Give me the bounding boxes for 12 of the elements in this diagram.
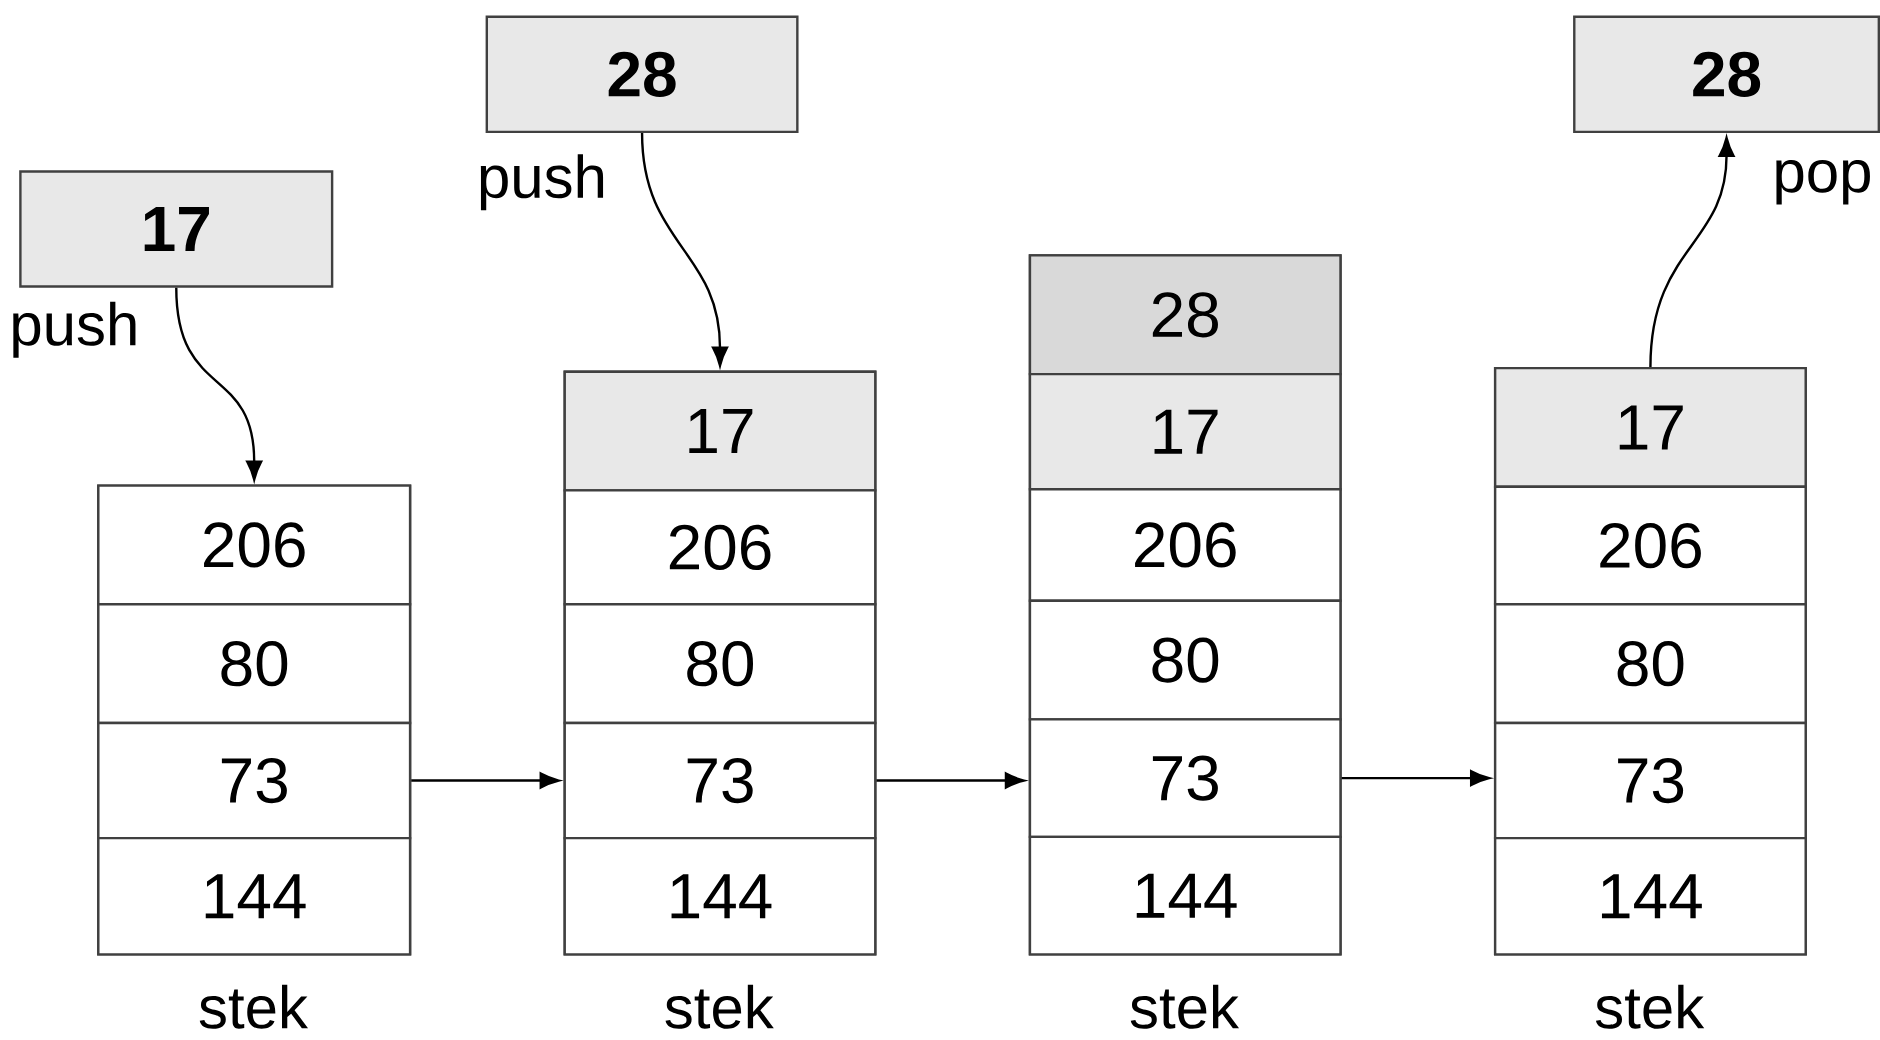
- stack-caption: stek: [665, 985, 774, 1029]
- edge-label: push: [13, 302, 136, 358]
- stack-caption: stek: [1595, 985, 1705, 1029]
- stack-caption: stek: [199, 985, 308, 1029]
- arrow: [640, 133, 729, 367]
- pushed-value-box: 28: [485, 15, 799, 134]
- arrow: [1341, 770, 1491, 787]
- pushed-value-box: 28: [1573, 15, 1880, 134]
- edge-label: pop: [1776, 160, 1870, 205]
- pushed-value-box: 17: [19, 170, 334, 288]
- stack-caption: stek: [1130, 985, 1240, 1029]
- edge-label: push: [480, 154, 604, 211]
